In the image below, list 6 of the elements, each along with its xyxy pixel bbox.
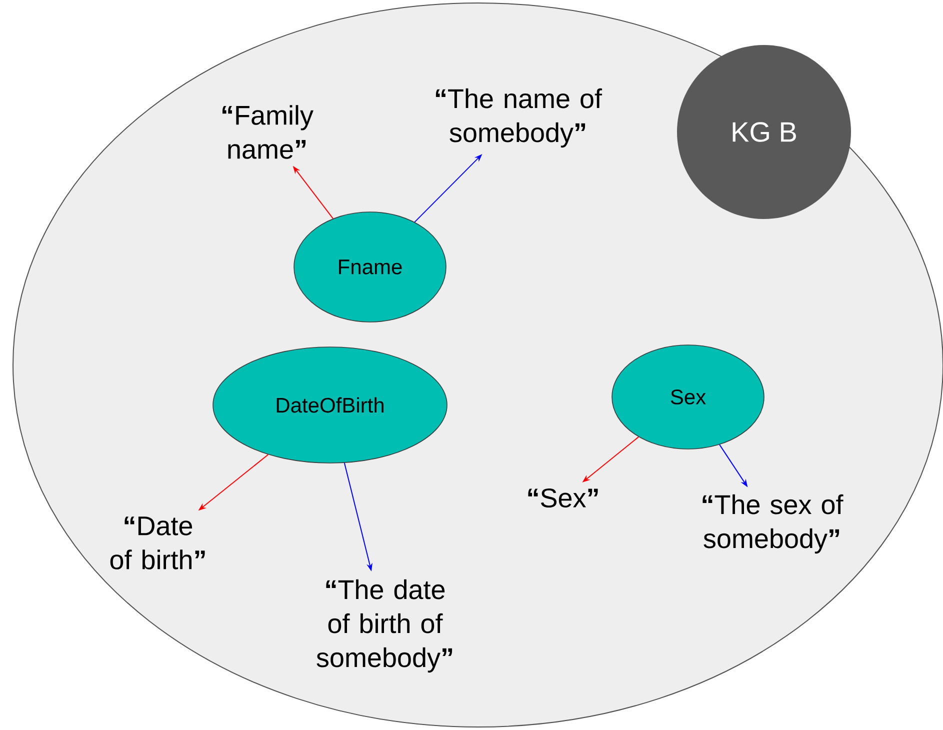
literal-text: “The date of birth of somebody” bbox=[316, 579, 452, 673]
literal-text: “Sex” bbox=[528, 488, 598, 508]
literal-text: “The sex of somebody” bbox=[702, 494, 844, 554]
literal-text: “Family name” bbox=[222, 105, 314, 159]
literal-text: “The name of somebody” bbox=[436, 88, 602, 148]
literal-text: “Date of birth” bbox=[110, 516, 205, 570]
